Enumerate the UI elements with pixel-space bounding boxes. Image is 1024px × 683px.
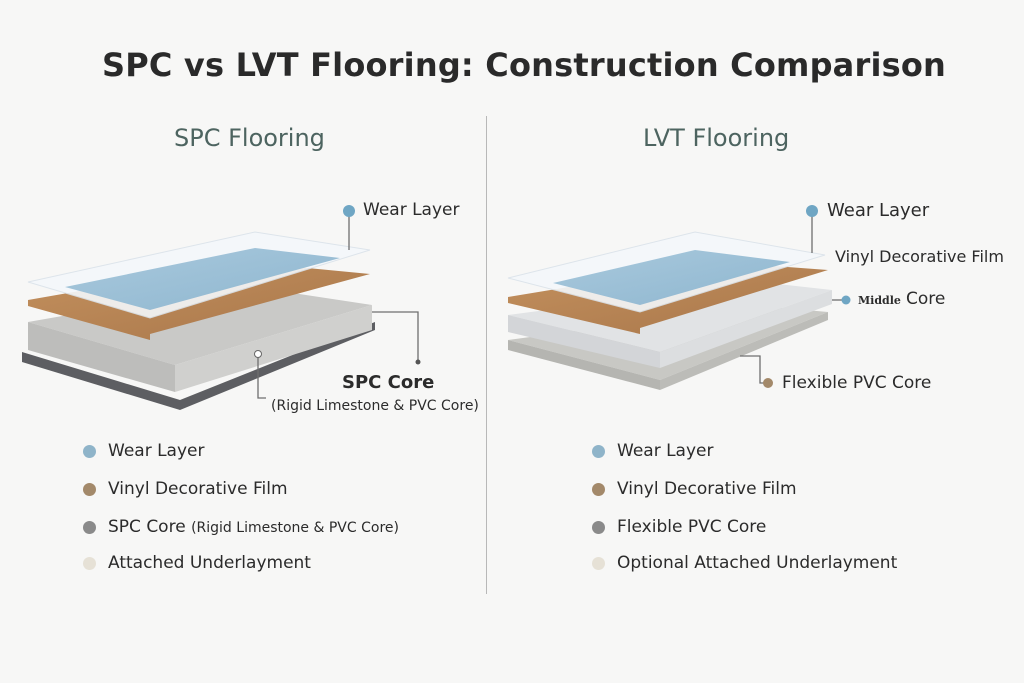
legend-label: Vinyl Decorative Film	[108, 479, 288, 499]
spc-legend-item: Wear Layer	[83, 441, 204, 461]
legend-label: Attached Underlayment	[108, 553, 311, 573]
film-dot-icon	[592, 482, 605, 496]
core-dot-icon	[592, 520, 605, 534]
lvt-legend-item: Flexible PVC Core	[592, 517, 766, 537]
lvt-legend-item: Wear Layer	[592, 441, 713, 461]
wear-dot-icon	[83, 444, 96, 458]
lvt-callout-middle-core: Middle Core	[858, 289, 945, 309]
core-label: Core	[906, 289, 946, 309]
spc-underlayment	[22, 322, 375, 410]
lvt-callout-wear-layer: Wear Layer	[827, 200, 930, 221]
lvt-callout-film: Vinyl Decorative Film	[835, 247, 1004, 266]
spc-legend-item: SPC Core (Rigid Limestone & PVC Core)	[83, 517, 399, 537]
page-title: SPC vs LVT Flooring: Construction Compar…	[102, 46, 947, 84]
lvt-wear-layer	[507, 231, 826, 313]
spc-leaders	[257, 211, 419, 399]
film-dot-icon	[83, 482, 96, 496]
lvt-legend-item: Optional Attached Underlayment	[592, 553, 897, 573]
core-dot-icon	[83, 520, 96, 534]
spc-callout-core-note: (Rigid Limestone & PVC Core)	[271, 398, 479, 414]
legend-label: Flexible PVC Core	[617, 517, 767, 537]
lvt-legend-item: Vinyl Decorative Film	[592, 479, 797, 499]
spc-heading: SPC Flooring	[174, 124, 325, 152]
legend-label-main: SPC Core	[108, 517, 186, 537]
spc-legend-item: Attached Underlayment	[83, 553, 311, 573]
lvt-callout-flex-core: Flexible PVC Core	[782, 373, 932, 393]
legend-label: Wear Layer	[108, 441, 205, 461]
legend-label-note: (Rigid Limestone & PVC Core)	[191, 520, 399, 536]
legend-label: Wear Layer	[617, 441, 714, 461]
spc-core	[28, 285, 372, 392]
spc-callout-core: SPC Core	[342, 372, 435, 393]
spc-legend-item: Vinyl Decorative Film	[83, 479, 288, 499]
lvt-heading: LVT Flooring	[643, 124, 790, 152]
spc-callout-wear-layer: Wear Layer	[363, 200, 460, 220]
wear-dot-icon	[592, 444, 605, 458]
spc-wear-layer	[27, 231, 371, 319]
legend-label: Optional Attached Underlayment	[617, 553, 898, 573]
underlayment-dot-icon	[592, 556, 605, 570]
middle-label: Middle	[858, 294, 901, 307]
legend-label: Vinyl Decorative Film	[617, 479, 797, 499]
underlayment-dot-icon	[83, 556, 96, 570]
legend-label: SPC Core (Rigid Limestone & PVC Core)	[108, 517, 399, 537]
divider	[486, 116, 487, 594]
